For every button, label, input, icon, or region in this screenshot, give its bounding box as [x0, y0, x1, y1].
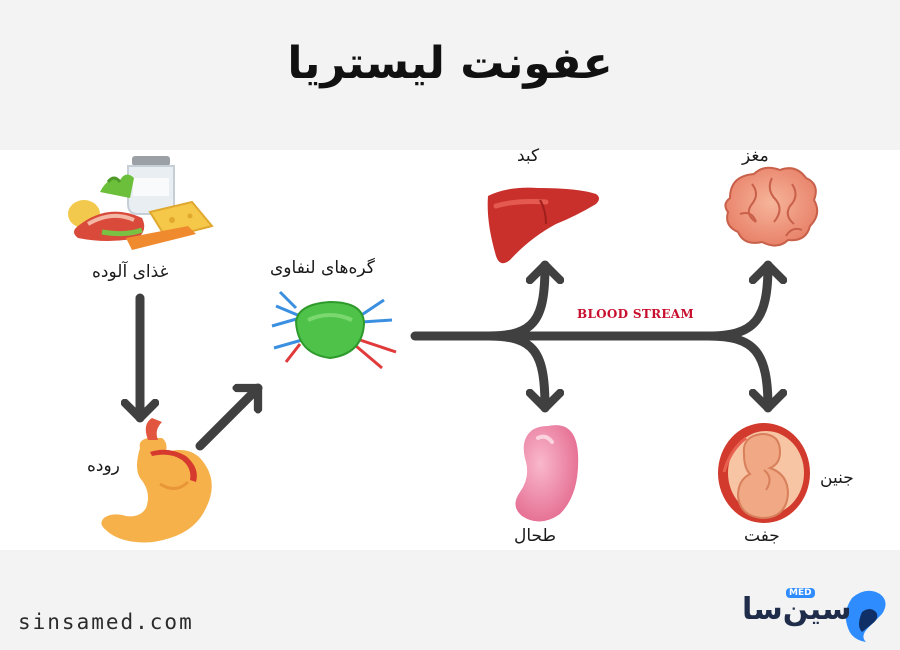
liver-icon: [487, 187, 599, 264]
lymph-node-icon: [271, 290, 397, 370]
label-liver: کبد: [517, 146, 540, 166]
page-title: عفونت لیستریا: [287, 38, 613, 89]
arrows: [140, 260, 768, 451]
label-spleen: طحال: [514, 526, 557, 546]
arrow-to-brain: [703, 260, 768, 341]
blood-stream-label: BLOOD STREAM: [577, 307, 694, 321]
fetus-icon: [718, 423, 810, 523]
label-placenta: جفت: [744, 526, 780, 546]
label-lymph-nodes: گره‌های لنفاوی: [270, 258, 375, 278]
spleen-icon: [515, 425, 579, 522]
label-intestine: روده: [87, 456, 120, 476]
logo-badge: MED: [786, 588, 815, 598]
footer-band: [0, 550, 900, 650]
footer-website-url[interactable]: sinsamed.com: [18, 610, 194, 634]
arrow-intestine-to-lymph: [195, 383, 263, 451]
intestine-icon: [101, 418, 212, 543]
label-fetus: جنین: [820, 468, 854, 488]
arrow-to-placenta: [703, 331, 768, 413]
arrow-to-spleen: [483, 331, 545, 413]
sinsamed-logo-icon: [845, 590, 886, 642]
brand-logo[interactable]: سین‌سا MED: [742, 588, 892, 638]
contaminated-food-icon: [68, 156, 214, 250]
brain-icon: [724, 166, 819, 247]
label-brain: مغز: [742, 146, 769, 166]
label-food: غذای آلوده: [92, 262, 169, 282]
header-band: [0, 0, 900, 150]
arrow-to-liver: [483, 260, 545, 341]
